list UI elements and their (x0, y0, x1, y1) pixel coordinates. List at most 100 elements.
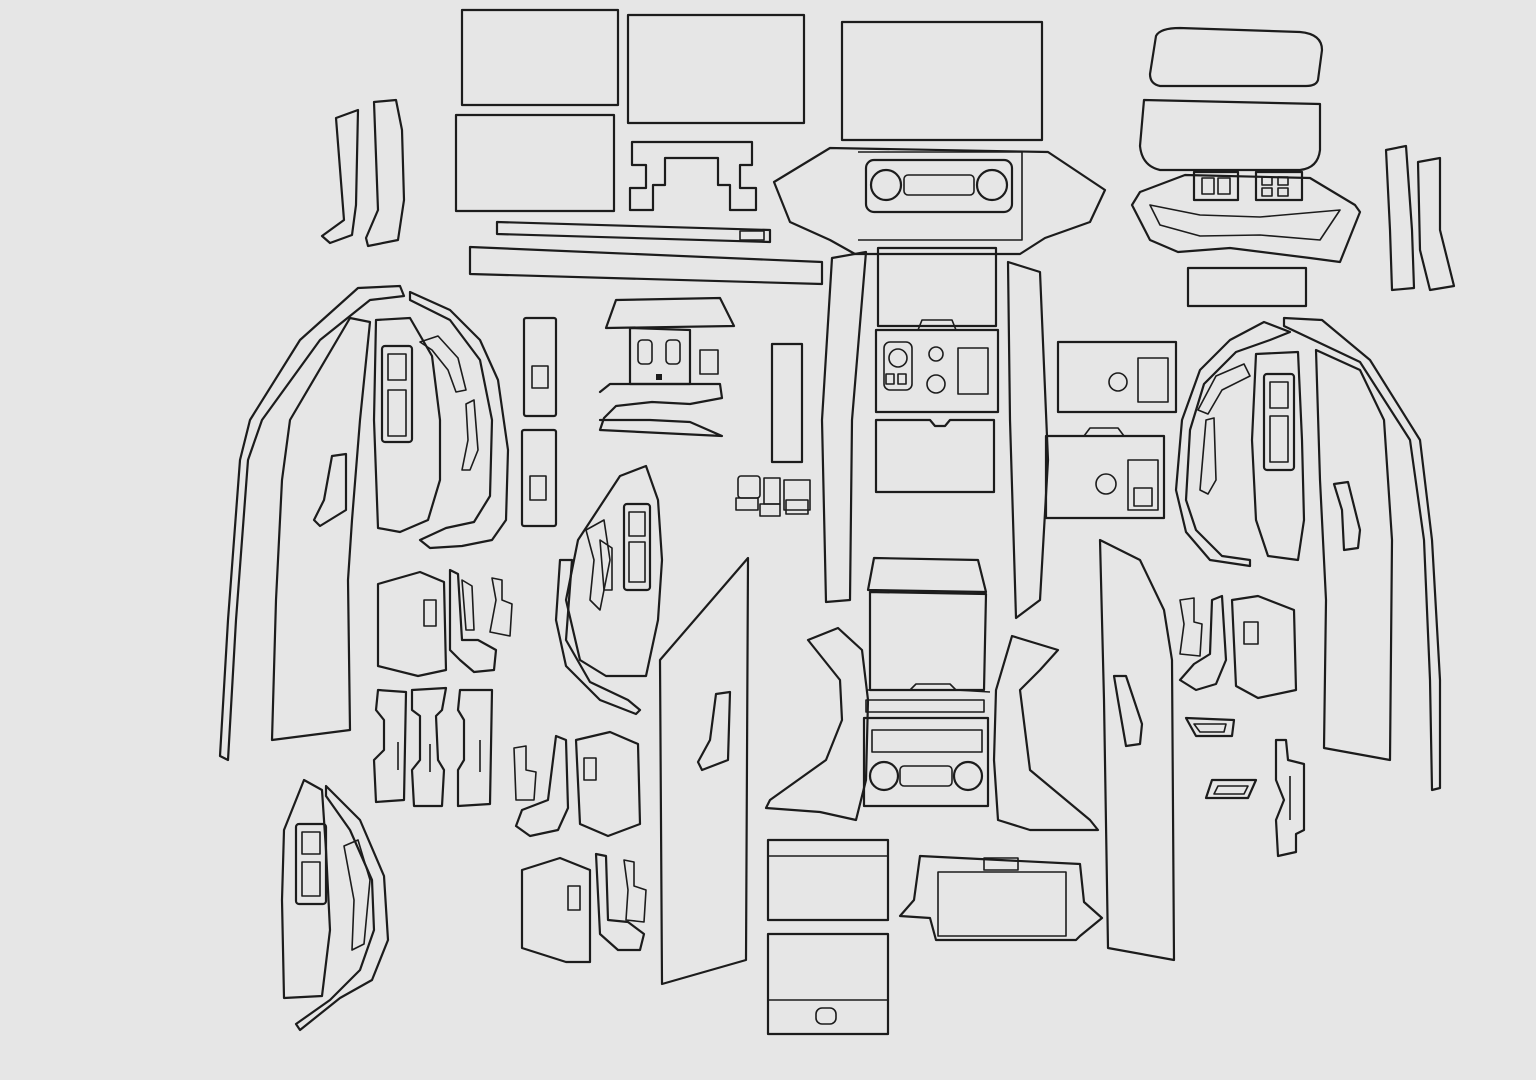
rear-door-panel-center (658, 556, 750, 986)
rear-climate-buttons (899, 765, 953, 787)
rear-door-handle-center (696, 690, 732, 772)
rear-climate-panel (862, 716, 990, 808)
switch-key (1261, 176, 1273, 186)
console-tray-panel (874, 418, 996, 494)
window-switch (628, 511, 646, 537)
right-console-tab (1083, 427, 1125, 437)
screen-panel (454, 113, 616, 213)
right-console-button (1133, 487, 1153, 507)
small-clip (1179, 597, 1203, 657)
door-accent-strip (1197, 363, 1251, 415)
trim-piece-window (583, 757, 597, 781)
console-panel-tab (917, 319, 957, 331)
front-left-door-outer (218, 284, 406, 762)
front-right-armrest-trim (1174, 320, 1292, 568)
switch-block-left (1192, 170, 1240, 202)
window-switch (628, 541, 646, 583)
drive-selector (883, 341, 913, 391)
front-left-switch-bezel (372, 316, 442, 534)
overhead-button (637, 339, 653, 365)
trim-piece-window (423, 599, 437, 627)
small-trim-piece (1178, 594, 1228, 692)
glovebox-panel (1056, 340, 1178, 414)
a-pillar-strip-right (1416, 156, 1456, 292)
a-pillar-strip-right (1384, 144, 1416, 292)
small-badge (1184, 716, 1236, 738)
rear-panel-lower (766, 932, 890, 1036)
switch-plate (520, 428, 558, 528)
switch-key (1261, 187, 1273, 197)
screen-panel (626, 13, 806, 125)
front-right-switch-bezel (1250, 350, 1306, 562)
vent-bracket-piece (628, 140, 758, 212)
switch-plate (522, 316, 558, 418)
front-right-door-panel (1314, 348, 1394, 762)
screen-panels-top-left (454, 8, 806, 213)
front-left-door-handle (312, 452, 348, 528)
switch-key (1217, 177, 1231, 195)
right-console-knob (1095, 473, 1117, 495)
rear-door-trim-piece (448, 568, 498, 674)
glovebox-window (1137, 357, 1169, 403)
switch-key (1277, 176, 1289, 186)
console-knob (928, 346, 944, 362)
trim-piece-window (567, 885, 581, 911)
small-part (759, 503, 781, 517)
rear-climate-knob-right (952, 760, 984, 792)
drive-knob (888, 348, 908, 368)
drive-button (885, 373, 895, 385)
switch-key (1277, 187, 1289, 197)
window-switch (387, 353, 407, 381)
console-button (957, 347, 989, 395)
glovebox-button (1108, 372, 1128, 392)
rear-storage-window (937, 871, 1067, 937)
rear-storage-tab (983, 857, 1019, 871)
bracket (410, 686, 448, 808)
rear-panel-latch (815, 1007, 837, 1025)
climate-buttons (903, 174, 975, 196)
overhead-console-top (604, 296, 736, 330)
door-accent-strip (599, 539, 613, 591)
rear-climate-top (871, 729, 983, 753)
bracket (372, 688, 408, 804)
small-trim-piece (514, 734, 570, 838)
overhead-light (699, 349, 719, 375)
trim-piece-inner (461, 579, 475, 631)
rear-right-door-panel (1098, 538, 1176, 962)
a-pillar-strip (364, 98, 406, 248)
front-left-door-panel (270, 316, 372, 742)
climate-panel (864, 158, 1014, 214)
screen-panel (460, 8, 620, 107)
switch-key (1201, 177, 1215, 195)
console-side-left (820, 250, 868, 604)
front-right-door-outer (1282, 316, 1442, 792)
drive-button (897, 373, 907, 385)
instrument-cluster-upper (1148, 26, 1324, 88)
rear-door-trim-long (554, 558, 642, 716)
armrest-lid (866, 556, 988, 594)
instrument-cluster-lower (1138, 98, 1322, 172)
small-strip-plate (1186, 266, 1308, 308)
window-switch-block (622, 502, 652, 592)
rear-left-door-switch-panel (280, 778, 332, 1000)
rear-climate-knob-left (868, 760, 900, 792)
small-badge-inner (1213, 785, 1249, 795)
rear-storage-bezel (898, 854, 1104, 942)
window-switch (301, 831, 321, 855)
overhead-button (665, 339, 681, 365)
switch-block-right (1254, 170, 1304, 202)
steering-switch-inner (1149, 204, 1341, 241)
bracket-row (372, 686, 494, 808)
rear-right-door-handle (1112, 674, 1144, 748)
steering-switch-panel (1130, 173, 1362, 264)
rear-climate-strip (865, 699, 985, 713)
small-part (735, 497, 759, 511)
window-switch-block (380, 344, 414, 444)
small-trim-piece (594, 852, 646, 952)
trim-piece-window (1243, 621, 1259, 645)
overhead-led (656, 374, 662, 380)
armrest-body (868, 590, 988, 692)
window-switch (1269, 381, 1289, 409)
window-switch-block (1262, 372, 1296, 472)
